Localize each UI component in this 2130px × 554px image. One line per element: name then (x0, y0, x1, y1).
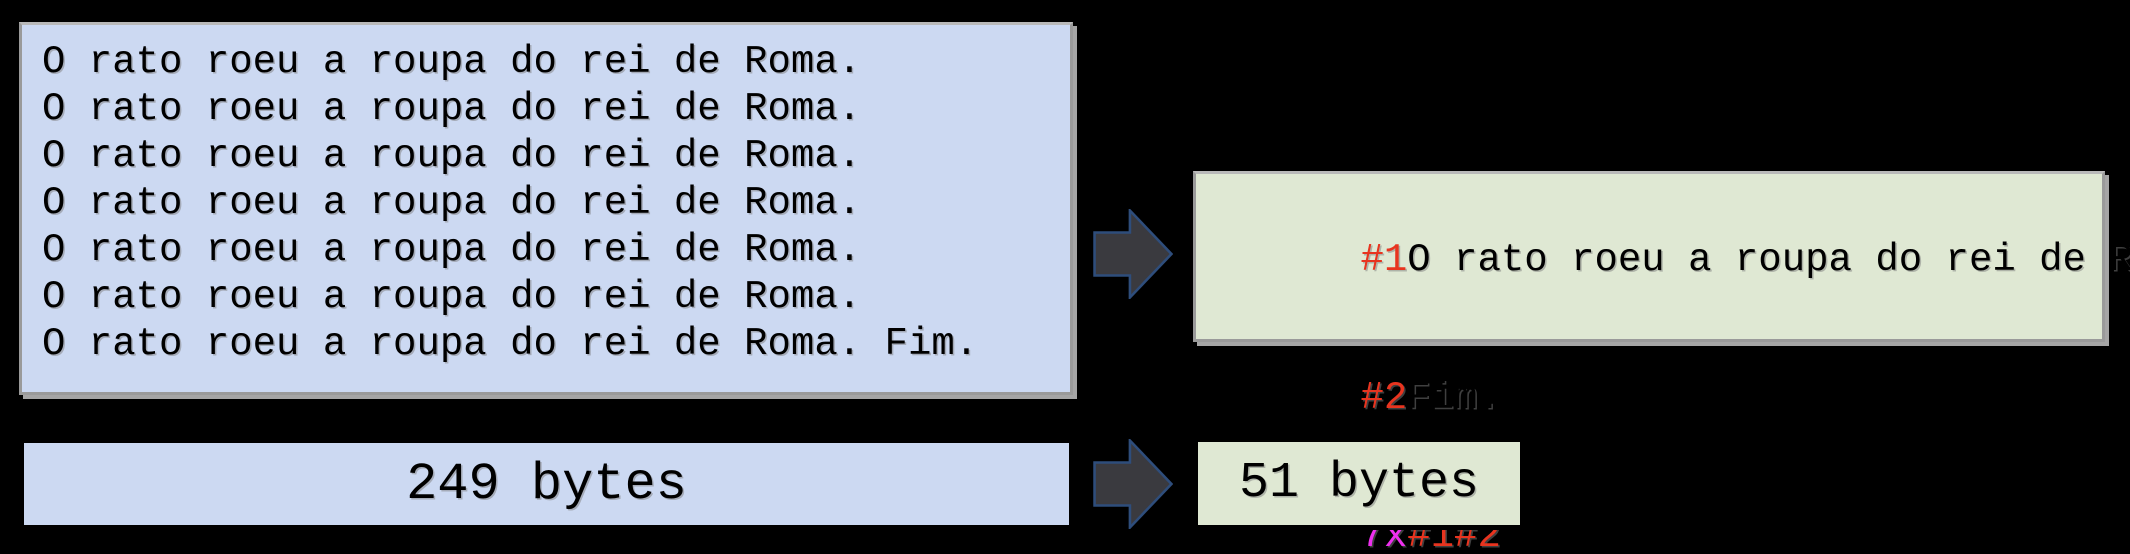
encoded-line: #2Fim. (1220, 329, 2102, 467)
encoded-line: #1O rato roeu a roupa do rei de Roma. (1220, 191, 2130, 329)
source-text-line: O rato roeu a roupa do rei de Roma. Fim. (42, 322, 979, 366)
source-text-line: O rato roeu a roupa do rei de Roma. (42, 181, 862, 225)
source-text-line: O rato roeu a roupa do rei de Roma. (42, 275, 862, 319)
source-size-box: 249 bytes (19, 438, 1074, 530)
right-arrow-icon (1093, 439, 1173, 529)
encoded-size-label: 51 bytes (1238, 455, 1480, 512)
dictionary-entry-text: Fim. (1407, 376, 1501, 420)
encoded-size-box: 51 bytes (1193, 437, 1525, 530)
encoded-text-box: #1O rato roeu a roupa do rei de Roma. #2… (1193, 171, 2130, 554)
dictionary-marker: #1 (1360, 238, 1408, 282)
source-size-label: 249 bytes (406, 454, 687, 514)
source-text-line: O rato roeu a roupa do rei de Roma. (42, 40, 862, 84)
source-text-box: O rato roeu a roupa do rei de Roma. O ra… (19, 22, 1073, 395)
dictionary-entry-text: O rato roeu a roupa do rei de Roma. (1407, 238, 2130, 282)
source-text-line: O rato roeu a roupa do rei de Roma. (42, 87, 862, 131)
source-text-line: O rato roeu a roupa do rei de Roma. (42, 228, 862, 272)
dictionary-marker: #2 (1360, 376, 1408, 420)
right-arrow-icon (1093, 209, 1173, 299)
source-text-line: O rato roeu a roupa do rei de Roma. (42, 134, 862, 178)
